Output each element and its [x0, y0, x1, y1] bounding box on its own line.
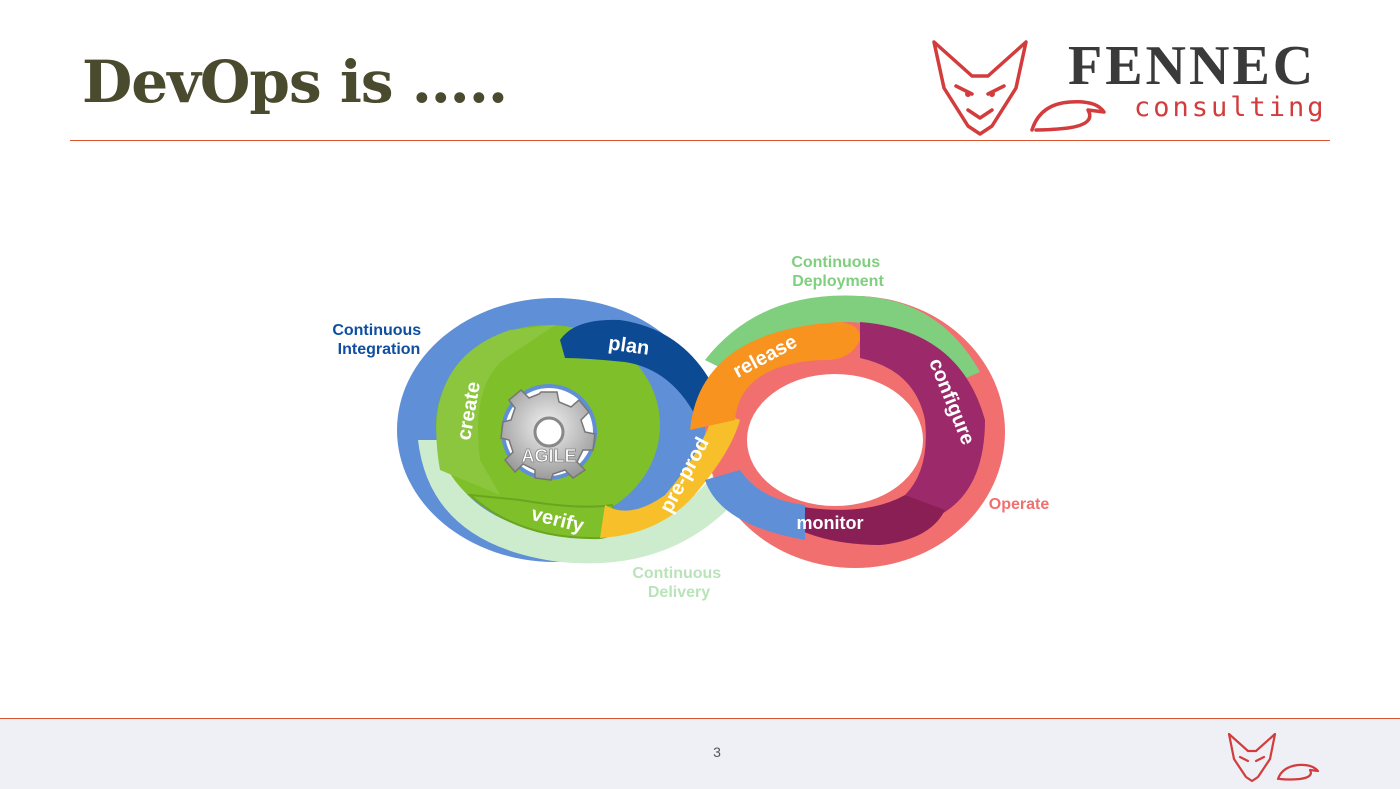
- logo-name: FENNEC: [1068, 35, 1317, 97]
- configure-band: [860, 322, 985, 515]
- stage-cdelivery-line-2: Delivery: [648, 584, 710, 601]
- stage-ci-line-1: Continuous: [332, 322, 421, 339]
- cdelivery-ring: [418, 440, 760, 564]
- stage-cdeploy-line-2: Deployment: [792, 273, 884, 290]
- stage-operate-label: Operate: [989, 496, 1050, 513]
- title-divider: [70, 140, 1330, 141]
- release-band: [690, 322, 861, 430]
- footer-bar: [0, 718, 1400, 789]
- stage-ci-line-2: Integration: [338, 341, 421, 358]
- page-number: 3: [713, 744, 721, 760]
- right-hole: [747, 374, 923, 506]
- gear-icon: [500, 388, 596, 481]
- logo-tagline: consulting: [1134, 92, 1327, 123]
- stage-cdelivery-label: Continuous Delivery: [632, 565, 725, 601]
- phase-monitor-label: monitor: [797, 513, 864, 533]
- plan-band: [560, 319, 720, 425]
- stage-cdeploy-label: Continuous Deployment: [791, 254, 884, 290]
- devops-infinity-diagram: AGILE plan create verify pre-prod releas…: [332, 254, 1050, 601]
- footer-fox-icon: [1227, 732, 1320, 783]
- monitor-band-blue: [705, 470, 805, 540]
- preprod-band: [600, 410, 740, 538]
- fox-head-icon: [932, 40, 1106, 136]
- agile-label: AGILE: [521, 446, 576, 466]
- slide-title: DevOps is …..: [82, 48, 508, 116]
- stage-cdelivery-line-1: Continuous: [632, 565, 721, 582]
- cdeploy-ring: [705, 295, 980, 385]
- stage-cdeploy-line-1: Continuous: [791, 254, 880, 271]
- stage-ci-label: Continuous Integration: [332, 322, 425, 358]
- create-band: [436, 325, 555, 495]
